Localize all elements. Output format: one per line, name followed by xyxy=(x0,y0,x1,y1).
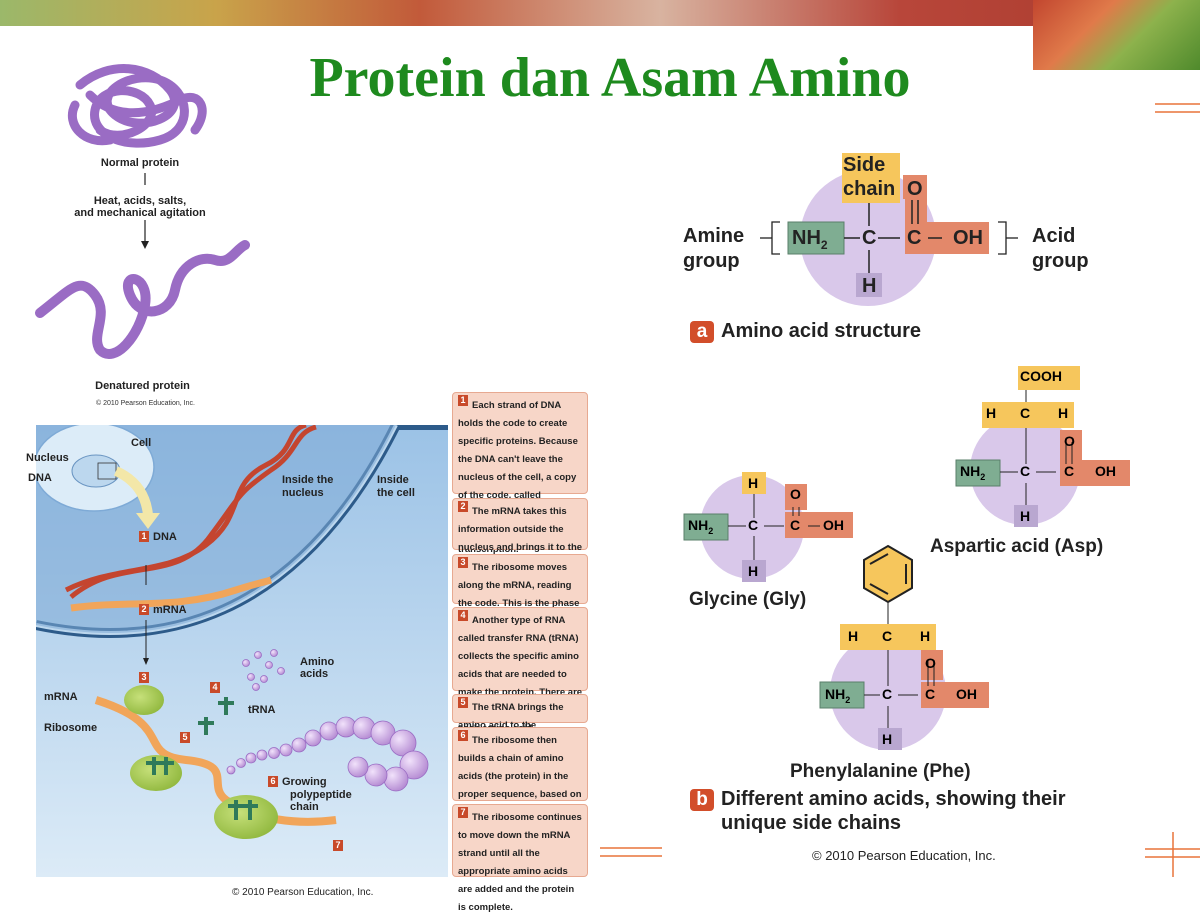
phe-oh: OH xyxy=(956,686,977,702)
gly-nh2: NH2 xyxy=(688,517,714,536)
process-label-2: and mechanical agitation xyxy=(74,207,206,219)
inside-nucleus-1: Inside the xyxy=(282,474,334,486)
top-banner xyxy=(0,0,1200,26)
phe-o: O xyxy=(925,655,936,671)
mrna-left-label: mRNA xyxy=(44,691,78,703)
dna-label: DNA xyxy=(28,472,52,484)
ribosome-label: Ribosome xyxy=(44,722,98,734)
acid-group-label-1: Acid xyxy=(1032,225,1076,247)
nh2-label-a: NH2 xyxy=(792,227,828,252)
glycine-label: Glycine (Gly) xyxy=(689,589,807,610)
synthesis-figure xyxy=(33,420,448,877)
corner-photo xyxy=(1033,0,1200,70)
gly-oh: OH xyxy=(823,517,844,533)
synthesis-copyright: © 2010 Pearson Education, Inc. xyxy=(232,887,374,898)
asp-o: O xyxy=(1064,433,1075,449)
o-label-a: O xyxy=(907,178,923,200)
asp-cooh: COOH xyxy=(1020,368,1062,384)
step-4-marker: 4 xyxy=(210,682,224,694)
cell-label: Cell xyxy=(131,437,152,449)
page-title: Protein dan Asam Amino xyxy=(309,47,911,109)
decor-rule-right-top xyxy=(1155,100,1200,120)
asp-c-top: C xyxy=(1020,405,1031,421)
phe-c-center: C xyxy=(882,686,893,702)
growing-3: chain xyxy=(290,801,319,813)
step-3-marker: 3 xyxy=(139,672,153,684)
decor-rule-right xyxy=(1145,832,1200,877)
phe-h-bottom: H xyxy=(882,731,893,747)
c-label-a2: C xyxy=(907,227,922,249)
phe-c-acid: C xyxy=(925,686,936,702)
c-label-a1: C xyxy=(862,227,877,249)
gly-c2: C xyxy=(790,517,801,533)
asp-oh: OH xyxy=(1095,463,1116,479)
phe-h-right: H xyxy=(920,628,931,644)
inside-cell-1: Inside xyxy=(377,474,409,486)
growing-2: polypeptide xyxy=(290,789,352,801)
phe-h-left: H xyxy=(848,628,859,644)
h-label-a: H xyxy=(862,275,877,297)
side-chain-label-2: chain xyxy=(843,178,896,200)
examples-caption-1: Different amino acids, showing their xyxy=(721,788,1066,810)
denatured-protein-label: Denatured protein xyxy=(95,380,190,392)
protein-illustration xyxy=(35,64,250,359)
asp-c-acid: C xyxy=(1064,463,1075,479)
denaturation-figure xyxy=(20,55,270,415)
asp-nh2: NH2 xyxy=(960,463,986,482)
examples-copyright: © 2010 Pearson Education, Inc. xyxy=(812,848,996,863)
gly-h-bottom: H xyxy=(748,563,759,579)
synthesis-illustration xyxy=(33,420,448,877)
phenylalanine-label: Phenylalanine (Phe) xyxy=(790,761,971,782)
step-5-marker: 5 xyxy=(180,732,194,744)
asp-h-right: H xyxy=(1058,405,1069,421)
acid-group-label-2: group xyxy=(1032,250,1089,272)
amino-structure-diagram xyxy=(760,153,1018,306)
gly-c1: C xyxy=(748,517,759,533)
amino-acids-label-1: Amino xyxy=(300,656,335,668)
process-label-1: Heat, acids, salts, xyxy=(93,195,187,207)
aspartic-label: Aspartic acid (Asp) xyxy=(930,536,1104,557)
phe-c-top: C xyxy=(882,628,893,644)
inside-cell-2: the cell xyxy=(377,487,415,499)
inside-nucleus-2: nucleus xyxy=(282,487,324,499)
amino-structure-caption: Amino acid structure xyxy=(721,320,922,342)
oh-label-a: OH xyxy=(953,227,983,249)
amino-structure-figure xyxy=(680,150,1120,310)
amino-acids-label-2: acids xyxy=(300,668,329,680)
panel-a-badge: a xyxy=(690,321,714,343)
examples-figure xyxy=(680,360,1130,780)
normal-protein-label: Normal protein xyxy=(100,157,180,169)
side-chain-label-1: Side xyxy=(843,154,886,176)
asp-h-left: H xyxy=(986,405,997,421)
gly-o: O xyxy=(790,486,801,502)
examples-caption-2: unique side chains xyxy=(721,812,902,834)
asp-c-center: C xyxy=(1020,463,1031,479)
examples-diagram xyxy=(683,366,1130,750)
panel-b-badge: b xyxy=(690,789,714,811)
denature-copyright: © 2010 Pearson Education, Inc. xyxy=(96,400,195,407)
trna-label: tRNA xyxy=(248,704,276,716)
phe-nh2: NH2 xyxy=(825,686,851,705)
decor-rule-left xyxy=(600,845,662,859)
step-7-marker: 7 xyxy=(333,840,347,852)
asp-h-bottom: H xyxy=(1020,508,1031,524)
amine-group-label-1: Amine xyxy=(683,225,745,247)
amine-group-label-2: group xyxy=(683,250,740,272)
gly-h-top: H xyxy=(748,475,759,491)
nucleus-label: Nucleus xyxy=(26,452,69,464)
